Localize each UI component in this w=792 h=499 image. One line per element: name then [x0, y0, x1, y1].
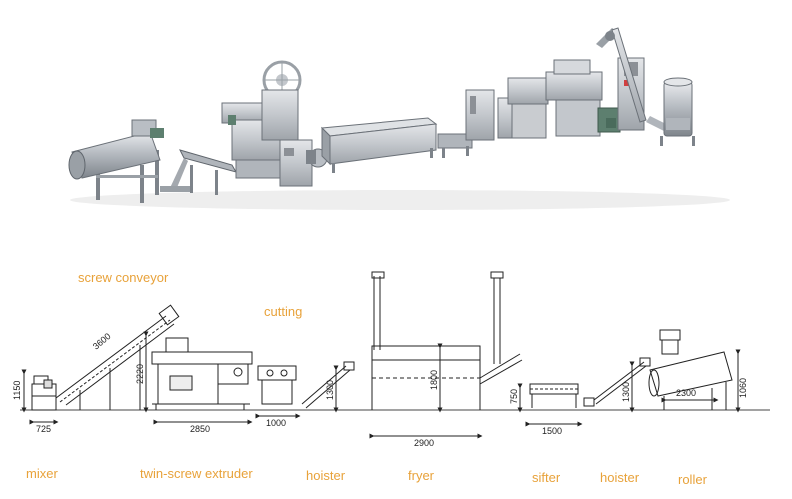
label-fryer: fryer [408, 468, 434, 483]
dim-hoister2-height: 1300 [621, 382, 631, 402]
dim-sifter-width: 1500 [542, 426, 562, 436]
photo-extruder [545, 57, 645, 137]
drawing-mixer [31, 375, 57, 411]
production-line-photo [68, 27, 730, 210]
photo-cutters [465, 77, 549, 141]
dim-fryer-height: 1800 [429, 370, 439, 390]
dim-extruder-width: 2850 [190, 424, 210, 434]
layout-drawing [20, 271, 770, 439]
drawing-fryer-discharge [479, 271, 523, 385]
drawing-roller [648, 329, 733, 410]
drawing-fryer [371, 271, 481, 410]
drawing-hoister-2 [583, 357, 651, 407]
label-cutting: cutting [264, 304, 303, 319]
dim-cutter-width: 1000 [266, 418, 286, 428]
label-sifter: sifter [532, 470, 561, 485]
label-twin-screw-extruder: twin-screw extruder [140, 466, 253, 481]
dim-roller-height: 1060 [738, 378, 748, 398]
photo-fryer-seasoner [221, 60, 328, 187]
label-screw-conveyor: screw conveyor [78, 270, 169, 285]
label-hoister-1: hoister [306, 468, 346, 483]
drawing-sifter [529, 383, 579, 408]
dim-fryer-width: 2900 [414, 438, 434, 448]
label-roller: roller [678, 472, 707, 487]
dim-mixer-height: 1150 [12, 381, 22, 400]
photo-roller [68, 119, 164, 203]
label-mixer: mixer [26, 466, 58, 481]
dim-hoister1-height: 1300 [325, 380, 335, 400]
dim-mixer-width: 725 [36, 424, 51, 434]
drawing-hoister-1 [301, 361, 355, 409]
drawing-extruder [151, 337, 253, 410]
photo-belt-conveyor [160, 149, 238, 195]
dim-extruder-height: 2220 [135, 364, 145, 384]
dim-sifter-height: 750 [509, 389, 519, 404]
dim-conveyor-length: 3600 [91, 331, 113, 352]
photo-dryer [320, 117, 473, 173]
dim-roller-width: 2300 [676, 388, 696, 398]
label-hoister-2: hoister [600, 470, 640, 485]
photo-mixer [660, 77, 695, 146]
drawing-screw-conveyor [55, 304, 180, 410]
drawing-cutter [257, 365, 297, 405]
